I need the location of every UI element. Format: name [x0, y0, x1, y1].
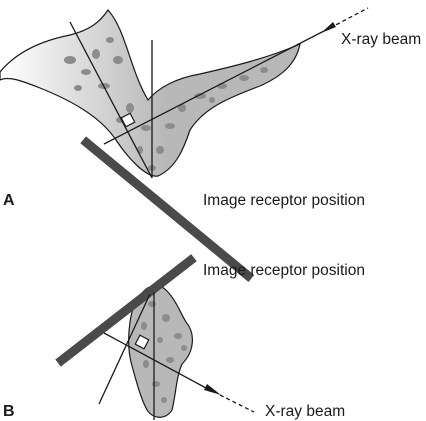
panel-a-right-angle-marker — [120, 112, 136, 128]
panel-b-beam-arrowhead — [204, 384, 221, 395]
panel-b-right-angle-marker — [134, 334, 150, 350]
panel-b-trabeculae — [141, 301, 187, 403]
panel-a-axis-line — [69, 21, 153, 179]
panel-a-image-receptor — [80, 136, 255, 282]
panel-b-beam-dashed — [219, 394, 255, 413]
panel-b-axis-line — [98, 293, 151, 405]
panel-a-beam-dashed — [329, 7, 369, 29]
panel-b-letter: B — [3, 403, 15, 420]
panel-b: Image receptor position X-ray beam B — [3, 254, 365, 420]
panel-b-anatomy — [128, 285, 193, 418]
panel-b-image-receptor — [55, 254, 197, 367]
panel-a-anatomy — [0, 9, 301, 177]
panel-a-beam-label: X-ray beam — [341, 31, 421, 48]
panel-a-trabeculae — [64, 37, 268, 171]
panel-a-receptor-label: Image receptor position — [203, 192, 365, 209]
panel-a-letter: A — [3, 192, 15, 209]
panel-a-beam-arrowhead — [321, 22, 336, 33]
panel-a-beam-line — [103, 30, 325, 145]
panel-b-beam-label: X-ray beam — [265, 403, 345, 420]
panel-a: X-ray beam Image receptor position A — [0, 7, 421, 282]
panel-b-beam-line — [103, 332, 207, 389]
panel-b-receptor-label: Image receptor position — [203, 262, 365, 279]
